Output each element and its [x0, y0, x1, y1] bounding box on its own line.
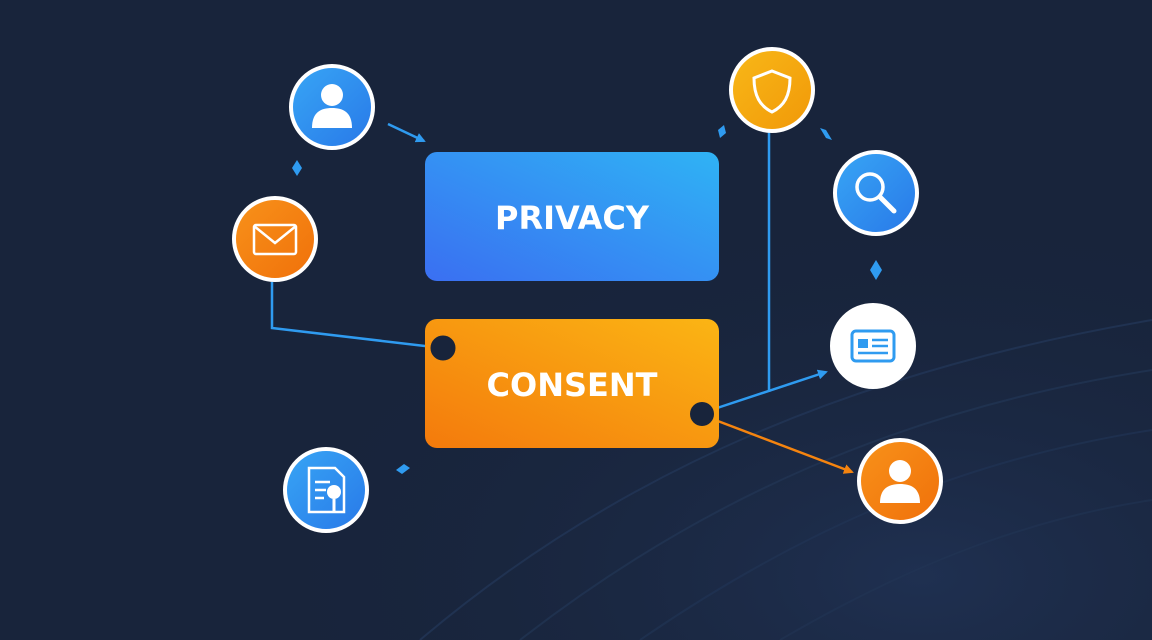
- diamond-accent: [820, 128, 832, 140]
- diamond-accent: [870, 260, 882, 280]
- privacy-box[interactable]: PRIVACY: [425, 152, 719, 281]
- arrow-consent-to-person: [701, 413, 854, 474]
- privacy-label: PRIVACY: [495, 199, 650, 237]
- envelope-icon: [252, 223, 298, 256]
- id-card-node[interactable]: [830, 303, 916, 389]
- connectors: [270, 122, 854, 474]
- user-icon: [880, 460, 920, 503]
- diamond-accent: [292, 160, 302, 176]
- document-search-node[interactable]: [283, 447, 369, 533]
- person-orange-node[interactable]: [857, 438, 943, 524]
- diamond-accent: [396, 464, 410, 474]
- user-icon: [312, 84, 352, 128]
- search-node[interactable]: [833, 150, 919, 236]
- shield-icon: [752, 69, 792, 114]
- consent-label: CONSENT: [487, 366, 658, 404]
- arrow-user-to-privacy: [387, 122, 426, 143]
- magnifier-icon: [855, 172, 897, 214]
- connector-dot-left: [430, 335, 456, 361]
- user-profile-node[interactable]: [289, 64, 375, 150]
- email-node[interactable]: [232, 196, 318, 282]
- id-card-icon: [850, 329, 896, 363]
- arrow-consent-to-id-card: [701, 369, 828, 415]
- consent-box[interactable]: CONSENT: [425, 319, 719, 448]
- diamond-accents: [292, 125, 882, 474]
- shield-node[interactable]: [729, 47, 815, 133]
- connector-dot-right: [690, 402, 714, 426]
- line-email-to-consent: [270, 282, 443, 350]
- diamond-accent: [718, 125, 726, 138]
- document-search-icon: [307, 466, 346, 514]
